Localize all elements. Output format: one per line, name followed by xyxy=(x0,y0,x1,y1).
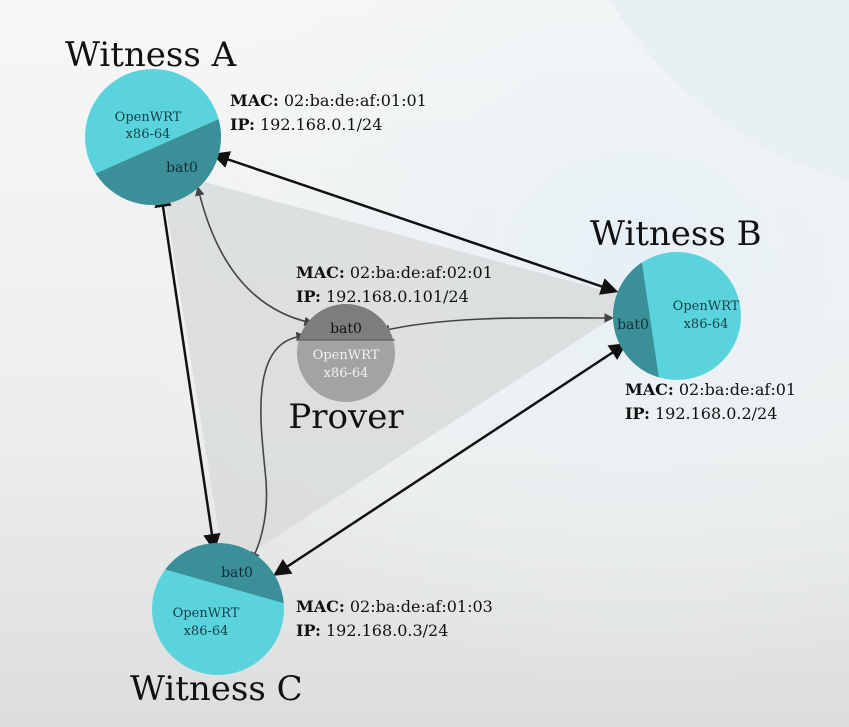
witness-c-os-line1: OpenWRT xyxy=(173,606,240,621)
witness-c-mac-key: MAC: xyxy=(296,597,345,616)
link-prover-c xyxy=(251,331,306,562)
witness-a-ip-key: IP: xyxy=(230,115,255,134)
link-prover-b xyxy=(380,313,614,334)
witness-c-ip-value: 192.168.0.3/24 xyxy=(326,621,448,640)
witness-a-os-line2: x86-64 xyxy=(126,127,171,142)
prover-ip-key: IP: xyxy=(296,287,321,306)
prover-mac: MAC: 02:ba:de:af:02:01 xyxy=(296,263,493,282)
witness-b-iface: bat0 xyxy=(617,317,649,333)
witness-b-mac-key: MAC: xyxy=(625,380,674,399)
witness-b-os-line1: OpenWRT xyxy=(673,299,740,314)
witness-b-os-line2: x86-64 xyxy=(684,317,729,332)
witness-c-mac: MAC: 02:ba:de:af:01:03 xyxy=(296,597,493,616)
link-a-b xyxy=(211,151,619,295)
witness-a-ip-value: 192.168.0.1/24 xyxy=(260,115,382,134)
witness-c-mac-value: 02:ba:de:af:01:03 xyxy=(350,597,493,616)
witness-c-node: bat0 OpenWRT x86-64 xyxy=(152,543,284,675)
witness-c-iface: bat0 xyxy=(221,565,253,581)
link-prover-a xyxy=(195,186,314,327)
prover-ip-value: 192.168.0.101/24 xyxy=(326,287,469,306)
prover-os-line2: x86-64 xyxy=(324,366,369,381)
witness-b-ip-key: IP: xyxy=(625,404,650,423)
witness-b-mac: MAC: 02:ba:de:af:01 xyxy=(625,380,796,399)
witness-a-os-line1: OpenWRT xyxy=(115,110,182,125)
witness-a-mac-key: MAC: xyxy=(230,91,279,110)
prover-mac-key: MAC: xyxy=(296,263,345,282)
witness-c-os-line2: x86-64 xyxy=(184,624,229,639)
witness-c-ip: IP: 192.168.0.3/24 xyxy=(296,621,448,640)
prover-mac-value: 02:ba:de:af:02:01 xyxy=(350,263,493,282)
background-swoosh xyxy=(610,0,849,180)
link-a-c xyxy=(154,189,221,552)
witness-a-title: Witness A xyxy=(65,35,237,75)
witness-a-ip: IP: 192.168.0.1/24 xyxy=(230,115,382,134)
link-b-c xyxy=(273,343,627,576)
witness-c-ip-key: IP: xyxy=(296,621,321,640)
witness-b-ip-value: 192.168.0.2/24 xyxy=(655,404,777,423)
prover-ip: IP: 192.168.0.101/24 xyxy=(296,287,469,306)
witness-b-title: Witness B xyxy=(590,214,762,254)
witness-c-title: Witness C xyxy=(130,669,303,709)
prover-os-line1: OpenWRT xyxy=(313,348,380,363)
prover-node: bat0 OpenWRT x86-64 xyxy=(297,304,395,402)
witness-a-iface: bat0 xyxy=(166,160,198,176)
witness-b-ip: IP: 192.168.0.2/24 xyxy=(625,404,777,423)
witness-a-mac: MAC: 02:ba:de:af:01:01 xyxy=(230,91,427,110)
witness-a-node: OpenWRT x86-64 bat0 xyxy=(85,69,221,205)
prover-title: Prover xyxy=(288,397,404,437)
prover-iface: bat0 xyxy=(330,321,362,337)
witness-a-mac-value: 02:ba:de:af:01:01 xyxy=(284,91,427,110)
witness-b-mac-value: 02:ba:de:af:01 xyxy=(679,380,796,399)
